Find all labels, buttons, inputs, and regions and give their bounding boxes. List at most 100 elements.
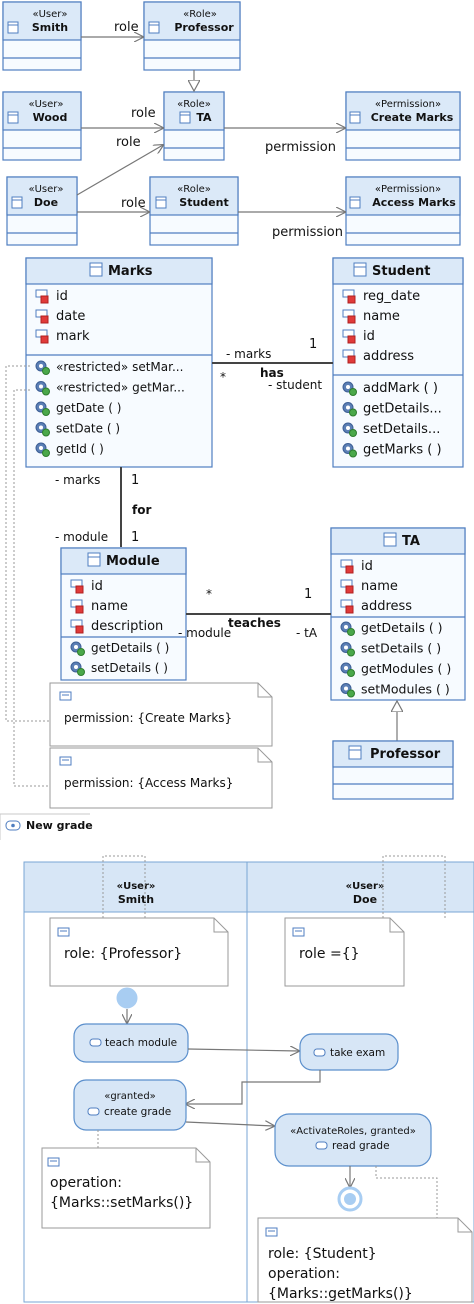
initial-node[interactable] xyxy=(116,987,138,1009)
attribute: address xyxy=(363,349,414,364)
multiplicity: * xyxy=(206,587,212,601)
permission-label: permission xyxy=(265,140,336,155)
action-stereotype: «ActivateRoles, granted» xyxy=(290,1126,416,1137)
lane-stereotype: «User» xyxy=(346,881,385,892)
operation-icon xyxy=(342,381,357,396)
class-name: Smith xyxy=(32,21,68,34)
class-icon xyxy=(348,745,362,760)
activity-title: New grade xyxy=(26,819,93,832)
lane-name: Doe xyxy=(353,893,377,906)
class-name: Doe xyxy=(34,196,58,209)
multiplicity: 1 xyxy=(131,473,139,488)
action-take-exam[interactable]: take exam xyxy=(299,1033,399,1071)
stereotype: «Role» xyxy=(177,99,211,110)
final-node[interactable] xyxy=(337,1186,363,1212)
note-create-marks[interactable]: permission: {Create Marks} xyxy=(49,682,273,747)
note-icon xyxy=(57,927,70,937)
class-icon xyxy=(383,532,397,547)
note-connector xyxy=(375,1166,438,1218)
assoc-end-label: - marks xyxy=(55,473,100,487)
class-name: Professor xyxy=(174,21,234,34)
class-icon xyxy=(87,552,101,567)
note-smith-role[interactable]: role: {Professor} xyxy=(49,917,229,987)
attribute: mark xyxy=(56,329,90,344)
operation: setDetails ( ) xyxy=(361,641,441,656)
action-label: take exam xyxy=(330,1047,385,1059)
operation-icon xyxy=(35,401,50,416)
operation-icon xyxy=(340,662,355,677)
operation-icon xyxy=(70,661,85,676)
action-read-grade[interactable]: «ActivateRoles, granted» read grade xyxy=(274,1113,432,1167)
role-professor[interactable]: «Role» Professor xyxy=(143,1,241,71)
operation: setDetails... xyxy=(363,422,440,437)
class-icon xyxy=(349,196,361,209)
class-name: Module xyxy=(106,554,160,569)
multiplicity: 1 xyxy=(309,337,317,352)
control-flow xyxy=(186,1070,321,1104)
class-professor[interactable]: Professor xyxy=(332,740,454,800)
action-icon xyxy=(87,1107,100,1116)
activity-icon xyxy=(5,820,21,831)
operation: setModules ( ) xyxy=(361,682,450,697)
class-name: TA xyxy=(402,534,420,549)
multiplicity: 1 xyxy=(304,587,312,602)
stereotype: «Permission» xyxy=(375,99,441,110)
attribute-icon xyxy=(342,309,356,324)
note-line: role: {Student} xyxy=(268,1246,377,1262)
note-student-getmarks[interactable]: role: {Student} operation: {Marks::getMa… xyxy=(257,1217,473,1303)
attribute: id xyxy=(91,579,103,594)
note-icon xyxy=(59,691,72,701)
control-flow xyxy=(185,1122,274,1126)
user-smith[interactable]: «User» Smith xyxy=(2,1,82,71)
note-text: role: {Professor} xyxy=(64,946,182,962)
role-label: role xyxy=(114,20,139,35)
lane-stereotype: «User» xyxy=(117,881,156,892)
attribute: id xyxy=(361,559,373,574)
association-name: for xyxy=(132,503,151,517)
operation: «restricted» setMar... xyxy=(56,360,183,374)
action-create-grade[interactable]: «granted» create grade xyxy=(73,1079,187,1131)
class-icon xyxy=(148,21,160,34)
note-line: {Marks::setMarks()} xyxy=(50,1195,193,1211)
note-doe-role[interactable]: role ={} xyxy=(284,917,405,987)
attribute: date xyxy=(56,309,85,324)
note-operation-setmarks[interactable]: operation: {Marks::setMarks()} xyxy=(41,1147,211,1229)
operation-icon xyxy=(35,422,50,437)
permission-access-marks[interactable]: «Permission» Access Marks xyxy=(345,176,461,246)
note-icon xyxy=(292,927,305,937)
action-teach-module[interactable]: teach module xyxy=(73,1023,189,1063)
class-name: Marks xyxy=(108,264,153,279)
attribute-icon xyxy=(342,349,356,364)
user-wood[interactable]: «User» Wood xyxy=(2,91,82,161)
permission-create-marks[interactable]: «Permission» Create Marks xyxy=(345,91,461,161)
operation-icon xyxy=(35,360,50,375)
attribute-icon xyxy=(340,579,354,594)
note-access-marks[interactable]: permission: {Access Marks} xyxy=(49,747,273,809)
role-student[interactable]: «Role» Student xyxy=(149,176,239,246)
operation-icon xyxy=(340,683,355,698)
operation-icon xyxy=(340,642,355,657)
role-label: role xyxy=(131,106,156,121)
attribute-icon xyxy=(340,599,354,614)
user-doe[interactable]: «User» Doe xyxy=(6,176,78,246)
action-label: create grade xyxy=(104,1106,171,1118)
attribute: description xyxy=(91,619,163,634)
role-ta[interactable]: «Role» TA xyxy=(163,91,225,161)
action-stereotype: «granted» xyxy=(104,1091,156,1102)
operation-list: getDetails ( )setDetails ( )getModules (… xyxy=(340,620,451,698)
attribute: id xyxy=(363,329,375,344)
operation-list: «restricted» setMar... «restricted» getMa… xyxy=(35,360,185,457)
attribute-icon xyxy=(70,599,84,614)
control-flow xyxy=(187,1049,299,1051)
operation: «restricted» getMar... xyxy=(56,381,185,395)
action-icon xyxy=(89,1038,102,1047)
operation-icon xyxy=(35,442,50,457)
assoc-end-label: - tA xyxy=(296,626,318,640)
